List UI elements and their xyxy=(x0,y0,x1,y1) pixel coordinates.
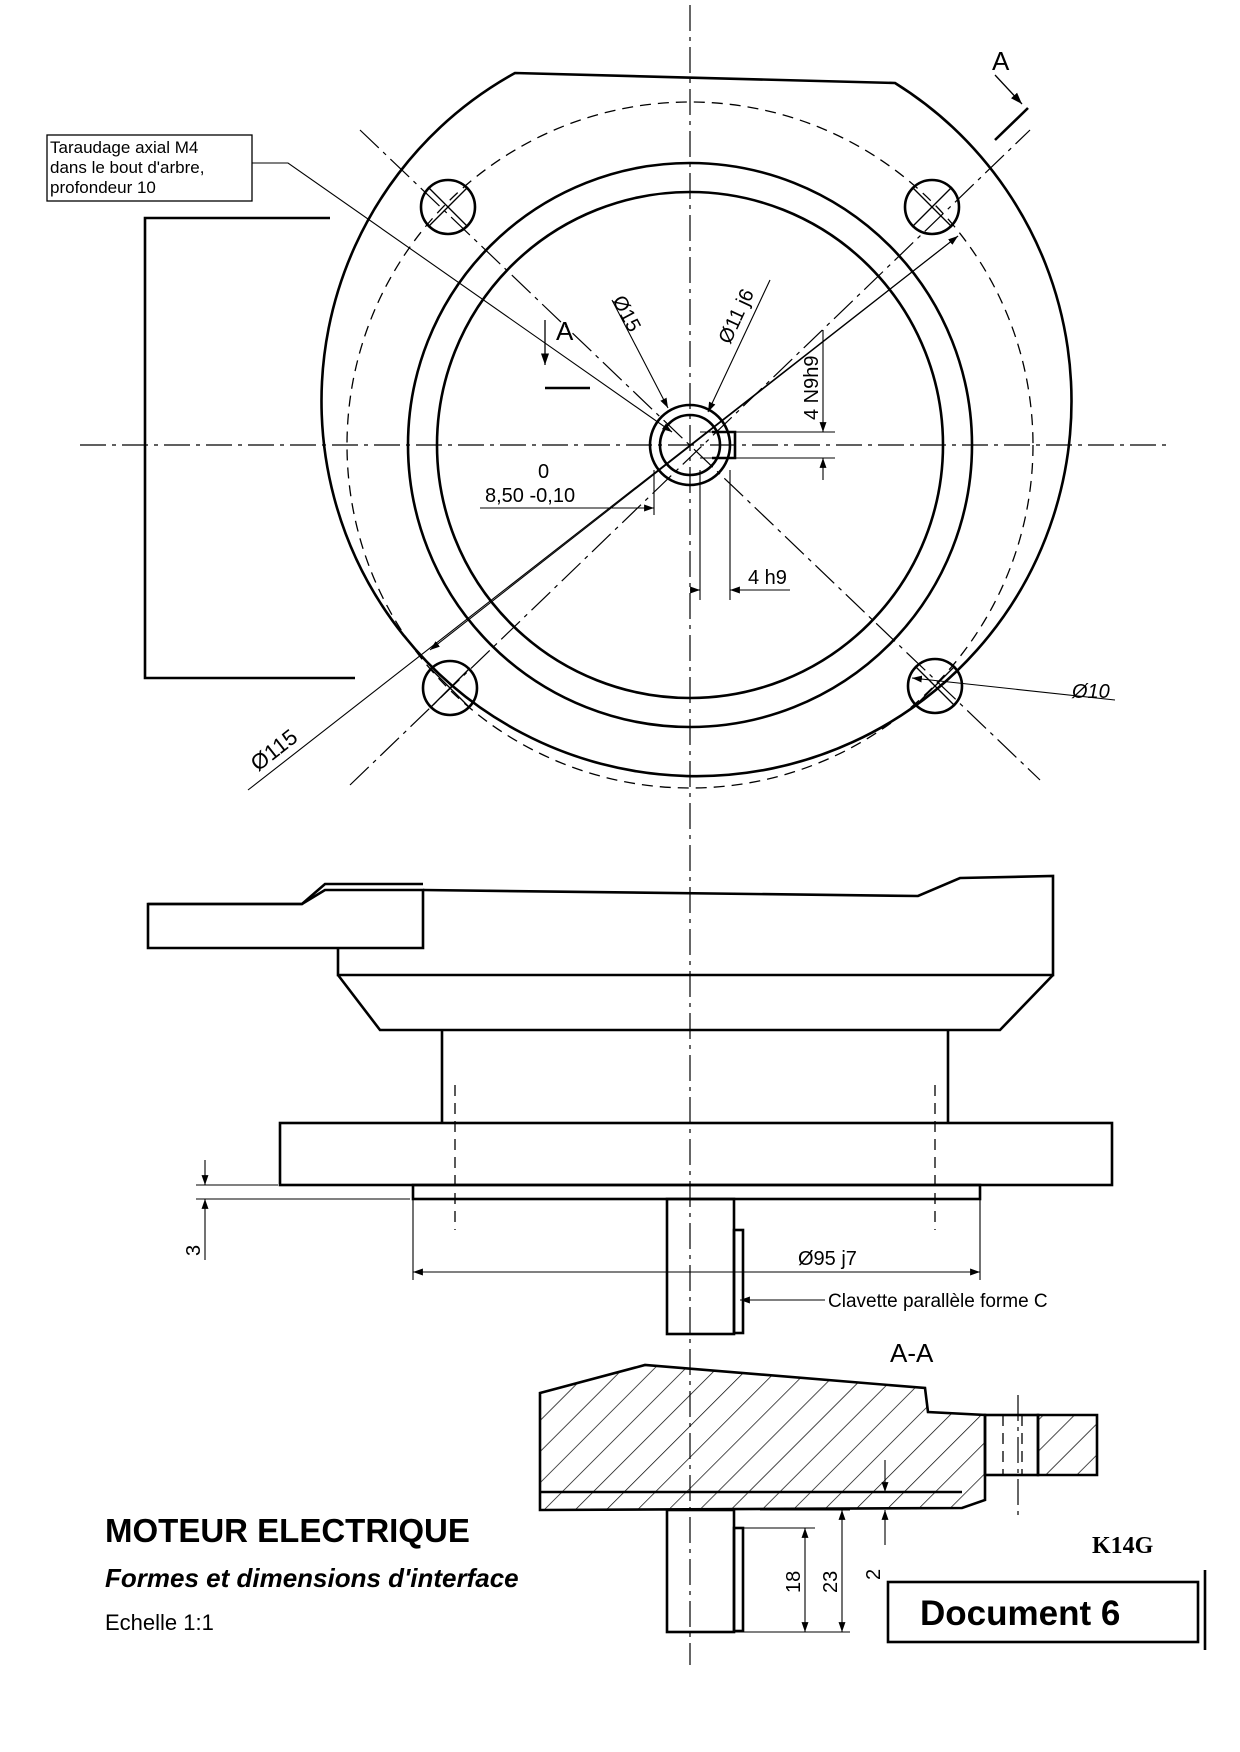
dim-dia-11: Ø11 j6 xyxy=(715,286,759,347)
dim-keyway-4n9: 4 N9h9 xyxy=(801,356,823,421)
front-view: A A Taraudage axial M4 dans le bout d'ar… xyxy=(46,5,1170,1665)
side-spigot xyxy=(411,1183,982,1201)
dim-dia-95: Ø95 j7 xyxy=(798,1248,857,1270)
drawing-subtitle: Formes et dimensions d'interface xyxy=(105,1563,519,1593)
side-key xyxy=(732,1228,745,1335)
document-box xyxy=(886,1580,1200,1644)
bolt-hole xyxy=(906,657,964,715)
dim-dia-10: Ø10 xyxy=(1071,681,1110,703)
terminal-box xyxy=(143,216,355,680)
dim-section-2: 2 xyxy=(863,1569,885,1580)
drawing-title: MOTEUR ELECTRIQUE xyxy=(105,1512,470,1549)
bolt-hole xyxy=(419,178,477,236)
bolt-hole xyxy=(903,178,961,236)
flange-outer-contour xyxy=(320,71,1073,778)
spigot-inner-ring xyxy=(435,190,945,700)
bolt-circle xyxy=(346,101,1034,789)
section-mark-a-top: A xyxy=(992,46,1010,76)
side-flange-plate xyxy=(278,1121,1114,1187)
section-mark-a-left: A xyxy=(556,316,574,346)
tapping-note-box xyxy=(46,134,253,202)
dim-spigot-3: 3 xyxy=(183,1245,205,1256)
dim-section-18: 18 xyxy=(783,1571,805,1593)
tapping-note-line-2: dans le bout d'arbre, xyxy=(50,158,204,177)
tapping-note-line-3: profondeur 10 xyxy=(50,178,156,197)
drawing-code: K14G xyxy=(1092,1533,1154,1559)
bolt-hole xyxy=(421,659,479,717)
side-view: 3 Ø95 j7 Clavette parallèle forme C xyxy=(146,874,1114,1336)
spigot-outer-ring xyxy=(406,161,974,729)
dim-dia-15: Ø15 xyxy=(608,292,645,336)
dim-tol-zero: 0 xyxy=(538,461,549,483)
tapping-note-line-1: Taraudage axial M4 xyxy=(50,138,198,157)
dim-dia-115: Ø115 xyxy=(246,724,303,776)
section-title: A-A xyxy=(890,1338,934,1368)
side-shaft xyxy=(665,1197,736,1336)
key-label: Clavette parallèle forme C xyxy=(828,1291,1048,1312)
title-block: MOTEUR ELECTRIQUE Formes et dimensions d… xyxy=(105,1512,1207,1650)
dim-key-4h9: 4 h9 xyxy=(748,567,787,589)
drawing-scale: Echelle 1:1 xyxy=(105,1610,214,1635)
dim-section-23: 23 xyxy=(820,1571,842,1593)
document-number: Document 6 xyxy=(920,1594,1120,1633)
dim-8-50: 8,50 -0,10 xyxy=(485,485,575,507)
section-a-a: A-A 2 18 23 xyxy=(538,1338,1099,1634)
